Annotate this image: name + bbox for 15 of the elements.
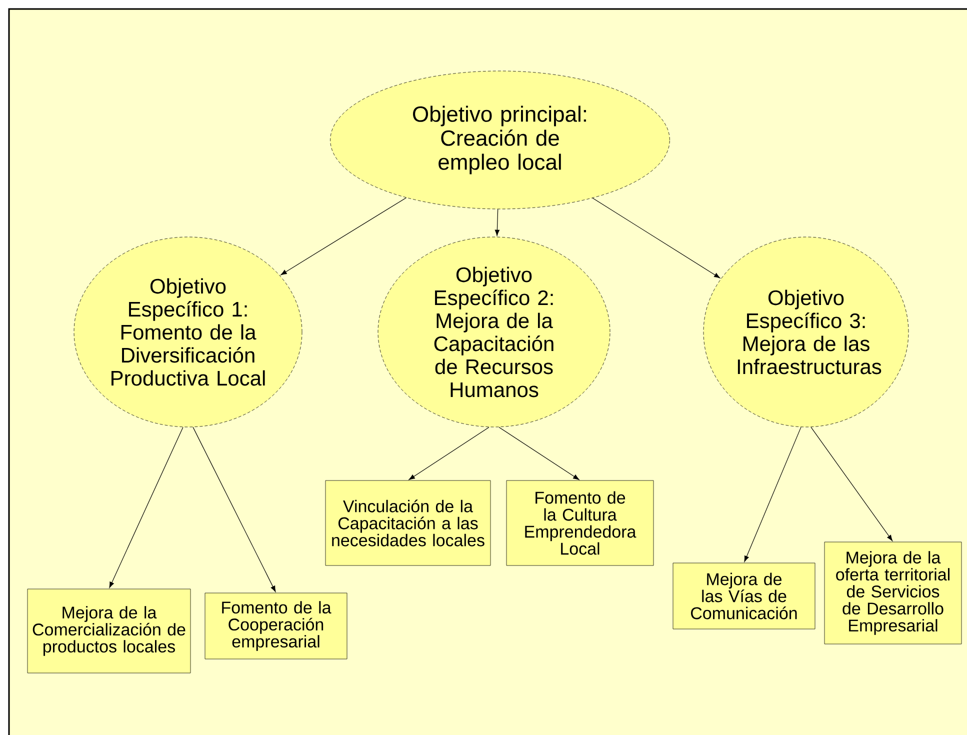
arrow <box>498 426 580 480</box>
action-box: Mejora de la Comercialización de productos locales <box>27 588 191 674</box>
action-box: Vinculación de la Capacitación a las necesidades locales <box>325 480 491 566</box>
action-box: Fomento de la Cooperación empresarial <box>204 592 348 660</box>
arrow <box>109 426 184 588</box>
arrow <box>280 197 407 276</box>
arrow <box>192 426 276 592</box>
arrow <box>810 426 893 542</box>
arrow <box>494 208 500 236</box>
action-box: Mejora de la oferta territorial de Servicios de Desarrollo Empresarial <box>824 542 962 644</box>
action-box: Fomento de la Cultura Emprendedora Local <box>506 480 654 566</box>
action-box: Mejora de las Vías de Comunicación <box>672 562 816 630</box>
arrow <box>408 426 490 480</box>
arrow <box>592 198 720 278</box>
arrow <box>744 426 802 562</box>
